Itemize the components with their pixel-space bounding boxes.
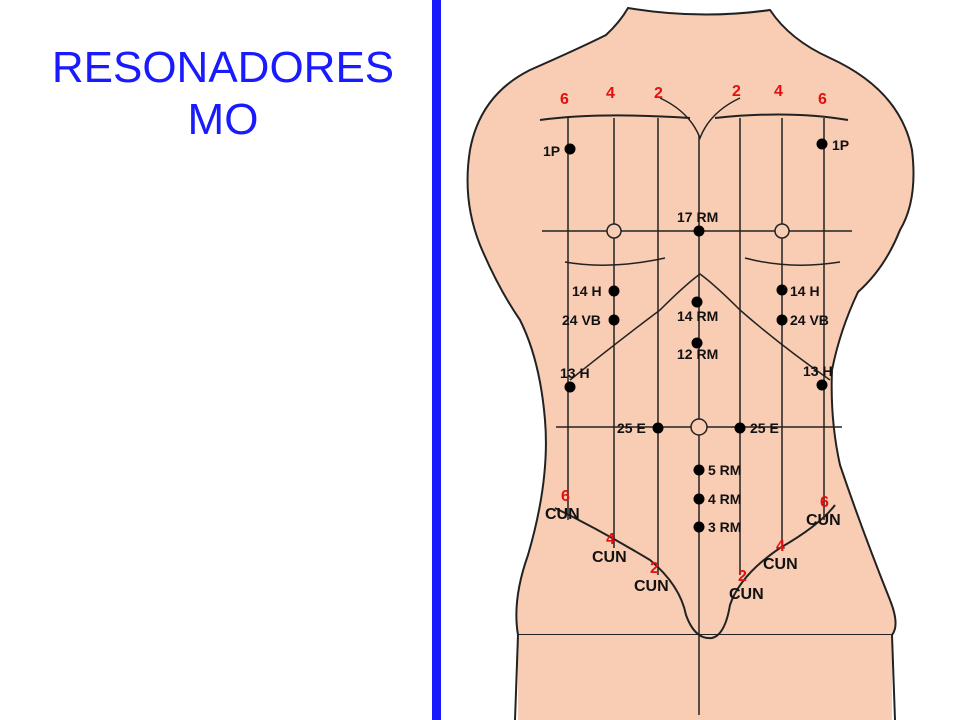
top-number-4-left: 4 [606, 85, 615, 102]
point-3rm [693, 521, 705, 533]
label-3rm: 3 RM [708, 519, 741, 535]
torso-silhouette [466, 6, 915, 636]
point-14h-right [776, 284, 788, 296]
title-line-1: RESONADORES [51, 43, 395, 92]
point-13h-left [564, 381, 576, 393]
pectoral-right [744, 257, 841, 266]
cun-number-2-left: 2 [650, 560, 659, 577]
nipple-left [606, 223, 622, 239]
point-1p-left [564, 143, 576, 155]
point-5rm [693, 464, 705, 476]
point-25e-right [734, 422, 746, 434]
top-number-6-right: 6 [818, 91, 827, 108]
point-14rm [691, 296, 703, 308]
label-5rm: 5 RM [708, 462, 741, 478]
label-1p-left: 1P [543, 143, 560, 159]
point-17rm [693, 225, 705, 237]
point-12rm [691, 337, 703, 349]
label-25e-left: 25 E [617, 420, 646, 436]
cun-number-4-right: 4 [776, 538, 785, 555]
clavicle-left [539, 114, 691, 121]
label-13h-left: 13 H [560, 365, 590, 381]
top-number-6-left: 6 [560, 91, 569, 108]
point-1p-right [816, 138, 828, 150]
left-leg-line [514, 634, 519, 720]
cun-label-4-left: CUN [592, 549, 627, 566]
label-25e-right: 25 E [750, 420, 779, 436]
point-25e-left [652, 422, 664, 434]
cun-number-2-right: 2 [738, 568, 747, 585]
neck-notch [659, 97, 741, 141]
label-14h-left: 14 H [572, 283, 602, 299]
groin-line [554, 504, 836, 640]
point-14h-left [608, 285, 620, 297]
top-number-2-left: 2 [654, 85, 663, 102]
point-4rm [693, 493, 705, 505]
clavicle-right [714, 113, 849, 121]
label-24vb-left: 24 VB [562, 312, 601, 328]
point-24vb-left [608, 314, 620, 326]
top-number-2-right: 2 [732, 83, 741, 100]
label-24vb-right: 24 VB [790, 312, 829, 328]
point-13h-right [816, 379, 828, 391]
cun-label-2-right: CUN [729, 586, 764, 603]
cun-number-6-left: 6 [561, 488, 570, 505]
lower-body [518, 635, 892, 720]
cun-number-6-right: 6 [820, 494, 829, 511]
label-17rm: 17 RM [677, 209, 718, 225]
point-24vb-right [776, 314, 788, 326]
label-1p-right: 1P [832, 137, 849, 153]
navel [690, 418, 708, 436]
cun-label-6-right: CUN [806, 512, 841, 529]
top-number-4-right: 4 [774, 83, 783, 100]
nipple-right [774, 223, 790, 239]
pectoral-left [564, 257, 666, 266]
cun-label-4-right: CUN [763, 556, 798, 573]
cun-label-2-left: CUN [634, 578, 669, 595]
cun-label-6-left: CUN [545, 506, 580, 523]
label-12rm: 12 RM [677, 346, 718, 362]
title-line-2: MO [187, 95, 259, 144]
label-14h-right: 14 H [790, 283, 820, 299]
label-13h-right: 13 H [803, 363, 833, 379]
costal-arch [569, 273, 831, 381]
vertical-divider [432, 0, 441, 720]
slide-title: RESONADORES MO [18, 42, 428, 146]
label-4rm: 4 RM [708, 491, 741, 507]
label-14rm: 14 RM [677, 308, 718, 324]
cun-number-4-left: 4 [606, 531, 615, 548]
right-leg-line [891, 634, 896, 720]
